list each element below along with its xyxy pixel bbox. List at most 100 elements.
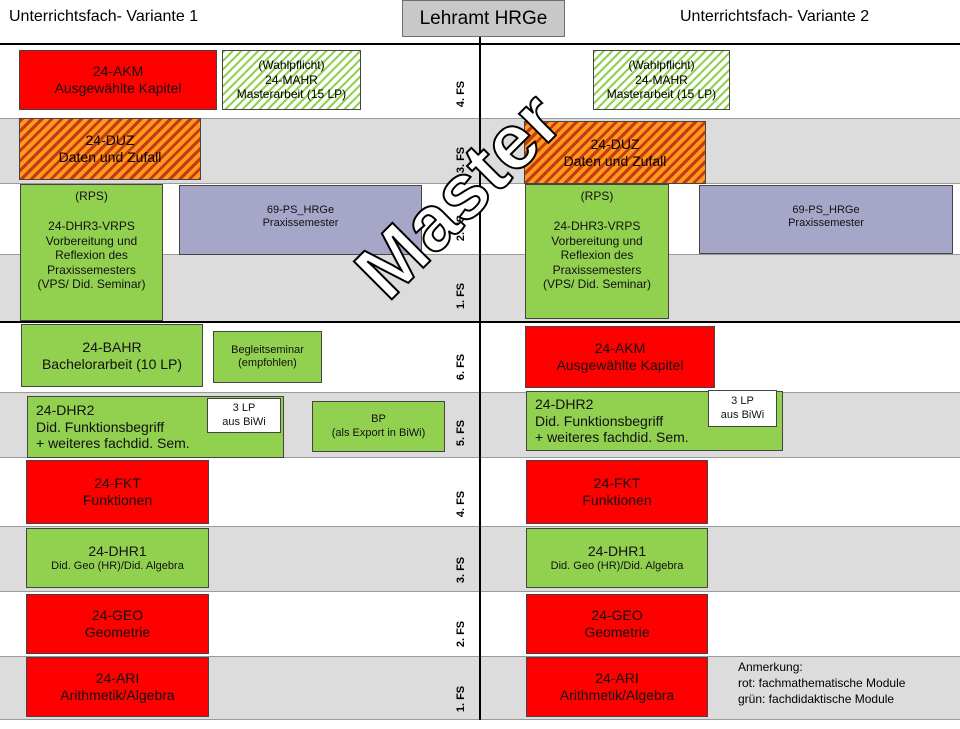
module-code: 24-BAHR bbox=[82, 338, 142, 355]
module-code: 24-AKM bbox=[92, 63, 144, 80]
module-24-fkt-v1: 24-FKT Funktionen bbox=[26, 460, 209, 524]
module-title: Praxissemester bbox=[788, 217, 864, 230]
module-24-dhr1-v1: 24-DHR1 Did. Geo (HR)/Did. Algebra bbox=[26, 528, 209, 588]
module-code: 24-ARI bbox=[595, 670, 639, 687]
module-title-line: Reflexion des bbox=[560, 248, 634, 263]
legend-red: rot: fachmathematische Module bbox=[738, 676, 906, 691]
module-24-mahr-v1: (Wahlpflicht) 24-MAHR Masterarbeit (15 L… bbox=[222, 50, 361, 110]
semester-label-master-4: 4. FS bbox=[455, 80, 467, 108]
semester-label-bachelor-5: 5. FS bbox=[455, 419, 467, 447]
module-code: 24-FKT bbox=[94, 475, 141, 492]
module-title: Arithmetik/Algebra bbox=[60, 687, 175, 703]
module-bp-v1: BP (als Export in BiWi) bbox=[312, 401, 445, 452]
biwi-badge-v2: 3 LP aus BiWi bbox=[708, 390, 777, 427]
module-title-line: Vorbereitung und bbox=[45, 233, 138, 248]
module-69-ps-hrge-v1: 69-PS_HRGe Praxissemester bbox=[179, 185, 422, 255]
module-note: (RPS) bbox=[75, 189, 108, 203]
module-24-akm-v2: 24-AKM Ausgewählte Kapitel bbox=[525, 326, 715, 388]
module-title: Daten und Zufall bbox=[58, 149, 162, 165]
module-title: Praxissemester bbox=[262, 217, 339, 230]
variant-1-heading: Unterrichtsfach- Variante 1 bbox=[9, 8, 199, 25]
biwi-badge-v1: 3 LP aus BiWi bbox=[207, 398, 281, 433]
module-code: 24-DHR3-VRPS bbox=[553, 219, 641, 234]
semester-label-bachelor-1: 1. FS bbox=[455, 685, 467, 713]
module-title-line: Did. Funktionsbegriff bbox=[535, 412, 664, 429]
variant-divider bbox=[479, 37, 481, 720]
module-24-ari-v2: 24-ARI Arithmetik/Algebra bbox=[526, 657, 708, 717]
module-note: (als Export in BiWi) bbox=[331, 426, 426, 439]
module-title: Ausgewählte Kapitel bbox=[556, 357, 684, 373]
credit-source: aus BiWi bbox=[222, 415, 266, 428]
module-24-geo-v1: 24-GEO Geometrie bbox=[26, 594, 209, 654]
module-24-duz-v2: 24-DUZ Daten und Zufall bbox=[524, 121, 706, 184]
credit-source: aus BiWi bbox=[720, 408, 765, 421]
semester-label-bachelor-2: 2. FS bbox=[455, 620, 467, 648]
module-code: 24-DHR2 bbox=[36, 401, 95, 418]
module-code: 24-DUZ bbox=[590, 135, 640, 152]
module-title: Did. Geo (HR)/Did. Algebra bbox=[51, 559, 184, 572]
module-title: Bachelorarbeit (10 LP) bbox=[41, 355, 183, 372]
module-24-bahr-v1: 24-BAHR Bachelorarbeit (10 LP) bbox=[21, 324, 203, 387]
credit-points: 3 LP bbox=[232, 402, 256, 415]
module-title-line: + weiteres fachdid. Sem. bbox=[535, 429, 689, 446]
module-title-line: Reflexion des bbox=[55, 248, 128, 263]
module-code: 24-FKT bbox=[593, 475, 641, 492]
module-title-line: Praxissemesters bbox=[552, 262, 642, 277]
module-24-geo-v2: 24-GEO Geometrie bbox=[526, 594, 708, 654]
module-code: 24-DHR3-VRPS bbox=[48, 219, 135, 234]
module-title: Daten und Zufall bbox=[563, 152, 667, 169]
module-title-line: (VPS/ Did. Seminar) bbox=[37, 276, 146, 291]
module-code: 24-ARI bbox=[95, 670, 140, 687]
module-title-line: Did. Funktionsbegriff bbox=[36, 418, 165, 435]
module-code: 24-GEO bbox=[591, 607, 643, 624]
module-code: 24-DUZ bbox=[85, 132, 135, 149]
credit-points: 3 LP bbox=[731, 395, 754, 408]
semester-label-bachelor-6: 6. FS bbox=[455, 353, 467, 381]
module-note: (Wahlpflicht) bbox=[628, 58, 695, 73]
module-code: 69-PS_HRGe bbox=[792, 204, 860, 216]
module-title: Geometrie bbox=[84, 624, 151, 640]
module-24-dhr1-v2: 24-DHR1 Did. Geo (HR)/Did. Algebra bbox=[526, 528, 708, 588]
module-code: 24-DHR2 bbox=[535, 395, 594, 412]
module-code: 24-DHR1 bbox=[587, 543, 647, 559]
module-title-line: Praxissemesters bbox=[47, 262, 136, 277]
module-24-dhr3-vrps-v2: (RPS) 24-DHR3-VRPS Vorbereitung und Refl… bbox=[525, 184, 669, 319]
module-note: (Wahlpflicht) bbox=[258, 58, 325, 73]
module-title: Ausgewählte Kapitel bbox=[54, 80, 182, 96]
module-title: Begleitseminar bbox=[231, 343, 304, 356]
module-24-ari-v1: 24-ARI Arithmetik/Algebra bbox=[26, 657, 209, 717]
variant-2-heading: Unterrichtsfach- Variante 2 bbox=[680, 8, 870, 25]
module-note: (empfohlen) bbox=[238, 357, 297, 369]
module-24-dhr3-vrps-v1: (RPS) 24-DHR3-VRPS Vorbereitung und Refl… bbox=[20, 184, 163, 321]
module-title: Geometrie bbox=[584, 624, 650, 640]
module-code: 69-PS_HRGe bbox=[266, 204, 335, 216]
module-code: 24-MAHR bbox=[265, 72, 318, 87]
semester-label-master-1: 1. FS bbox=[455, 282, 467, 310]
module-code: 24-MAHR bbox=[635, 72, 688, 87]
module-code: 24-GEO bbox=[91, 607, 144, 624]
module-title: Funktionen bbox=[582, 492, 652, 508]
module-24-fkt-v2: 24-FKT Funktionen bbox=[526, 460, 708, 524]
module-24-akm-v1: 24-AKM Ausgewählte Kapitel bbox=[19, 50, 217, 110]
module-code: 24-AKM bbox=[594, 340, 646, 357]
module-title: Arithmetik/Algebra bbox=[559, 687, 675, 703]
legend-heading: Anmerkung: bbox=[738, 660, 803, 674]
module-title-line: + weiteres fachdid. Sem. bbox=[36, 435, 190, 452]
page-title: Lehramt HRGe bbox=[402, 0, 565, 37]
module-title: Did. Geo (HR)/Did. Algebra bbox=[550, 559, 684, 572]
module-24-duz-v1: 24-DUZ Daten und Zufall bbox=[19, 118, 201, 180]
module-title: Funktionen bbox=[82, 492, 153, 508]
module-24-mahr-v2: (Wahlpflicht) 24-MAHR Masterarbeit (15 L… bbox=[593, 50, 730, 110]
begleitseminar-v1: Begleitseminar (empfohlen) bbox=[213, 331, 322, 383]
legend-note: Anmerkung: rot: fachmathematische Module… bbox=[738, 659, 905, 708]
module-title-line: (VPS/ Did. Seminar) bbox=[542, 276, 652, 291]
module-title-line: Vorbereitung und bbox=[551, 233, 643, 248]
module-title: Masterarbeit (15 LP) bbox=[236, 87, 347, 102]
module-code: BP bbox=[371, 413, 386, 426]
module-69-ps-hrge-v2: 69-PS_HRGe Praxissemester bbox=[699, 185, 953, 254]
legend-green: grün: fachdidaktische Module bbox=[738, 692, 895, 707]
module-code: 24-DHR1 bbox=[88, 543, 147, 559]
semester-label-bachelor-4: 4. FS bbox=[455, 490, 467, 518]
semester-label-bachelor-3: 3. FS bbox=[455, 556, 467, 584]
module-title: Masterarbeit (15 LP) bbox=[606, 87, 717, 102]
